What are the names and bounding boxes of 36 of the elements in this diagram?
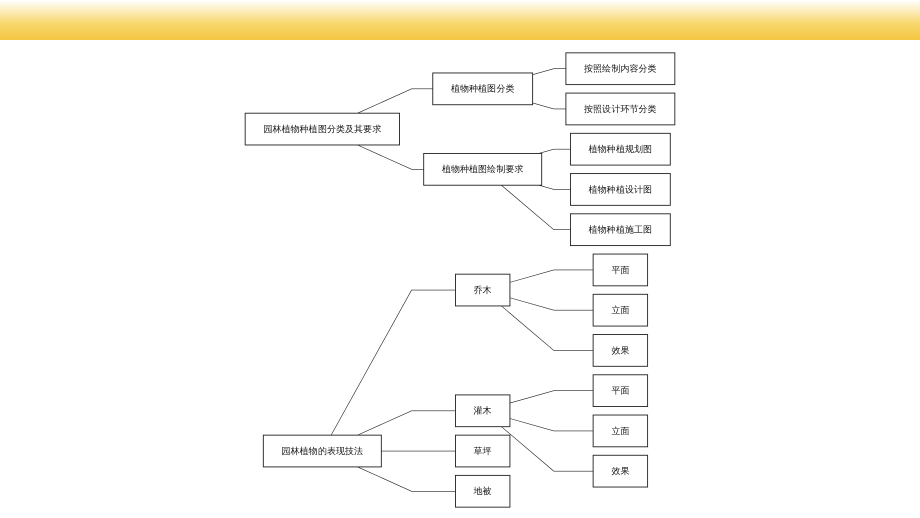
node-box: 植物种植施工图 xyxy=(570,213,671,246)
connector xyxy=(510,297,594,310)
connector xyxy=(501,184,571,230)
node-box: 园林植物种植图分类及其要求 xyxy=(244,112,400,146)
node-box: 按照设计环节分类 xyxy=(565,92,676,126)
connector xyxy=(501,306,594,351)
connector xyxy=(532,68,566,76)
node-box: 按照绘制内容分类 xyxy=(565,52,676,86)
node-box: 地被 xyxy=(455,474,510,508)
node-box: 植物种植设计图 xyxy=(570,173,671,206)
node-box: 植物种植图绘制要求 xyxy=(423,153,542,186)
connector xyxy=(501,426,594,472)
node-box: 平面 xyxy=(592,254,648,286)
node-box: 立面 xyxy=(592,414,648,448)
connector xyxy=(510,418,594,432)
connector xyxy=(538,184,571,190)
node-box: 草坪 xyxy=(455,434,510,468)
connector xyxy=(357,466,456,492)
node-box: 效果 xyxy=(592,454,648,488)
node-box: 平面 xyxy=(592,374,648,407)
node-box: 植物种植规划图 xyxy=(570,132,671,166)
node-box: 乔木 xyxy=(455,274,510,306)
connector xyxy=(381,450,456,452)
connector xyxy=(357,88,434,114)
connector xyxy=(330,290,456,436)
connector xyxy=(510,270,594,283)
node-box: 效果 xyxy=(592,334,648,367)
node-box: 园林植物的表现技法 xyxy=(262,434,382,468)
node-box: 灌木 xyxy=(455,394,510,428)
connector xyxy=(510,390,594,404)
node-box: 植物种植图分类 xyxy=(432,72,534,106)
connector xyxy=(357,144,424,170)
node-box: 立面 xyxy=(592,294,648,327)
connector xyxy=(532,102,566,110)
connector xyxy=(357,410,456,436)
connector xyxy=(538,148,571,154)
